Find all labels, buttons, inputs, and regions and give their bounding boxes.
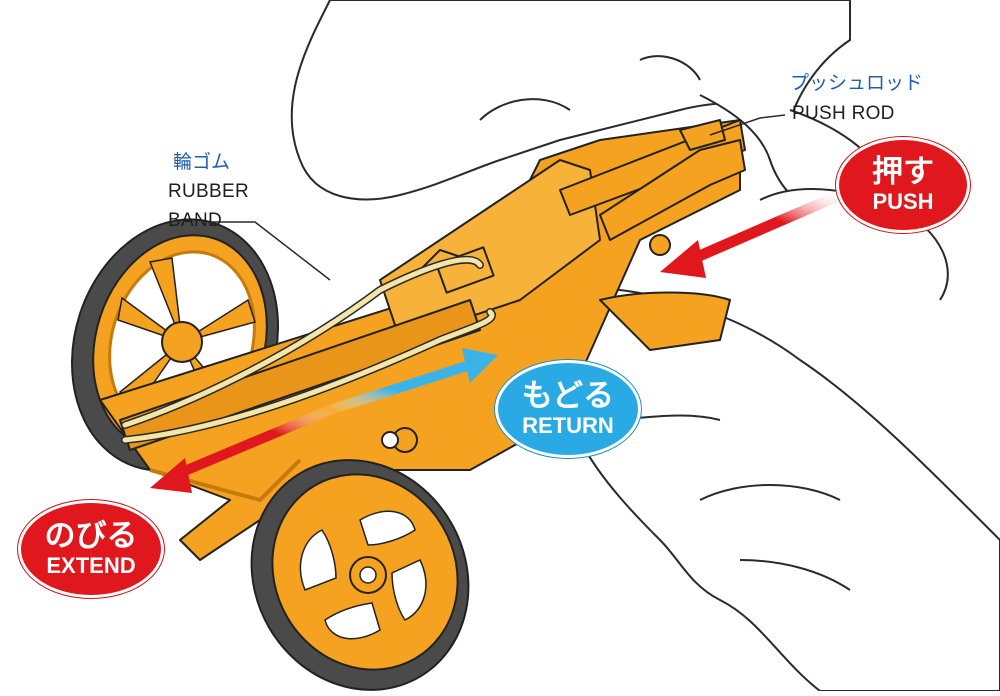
return-arrow bbox=[328, 348, 498, 415]
leader-lines bbox=[210, 114, 786, 281]
push-rod-en-label: PUSH ROD bbox=[792, 103, 895, 124]
extend-badge-jp: のびる bbox=[44, 517, 138, 554]
rubber-band-en-label-line1: RUBBER bbox=[168, 181, 249, 202]
push-arrow bbox=[660, 189, 843, 278]
extend-arrow bbox=[150, 405, 332, 493]
extend-badge-en: EXTEND bbox=[46, 552, 136, 578]
push-badge-en: PUSH bbox=[872, 188, 934, 214]
return-badge-jp: もどる bbox=[521, 377, 615, 414]
push-rod-jp-label: プッシュロッド bbox=[790, 72, 924, 94]
rubber-band bbox=[121, 255, 496, 444]
rubber-band-en-label-line2: BAND bbox=[168, 210, 222, 231]
push-rod bbox=[599, 119, 746, 241]
push-badge-jp: 押す bbox=[872, 153, 934, 190]
chassis bbox=[99, 119, 746, 561]
push-badge: 押す PUSH bbox=[836, 137, 970, 233]
return-badge-en: RETURN bbox=[522, 412, 614, 438]
return-badge: もどる RETURN bbox=[495, 360, 641, 458]
rubber-band-jp-label: 輪ゴム bbox=[173, 151, 231, 173]
right-hand bbox=[519, 188, 1000, 692]
front-wheel bbox=[250, 459, 470, 691]
extend-badge: のびる EXTEND bbox=[18, 500, 164, 598]
